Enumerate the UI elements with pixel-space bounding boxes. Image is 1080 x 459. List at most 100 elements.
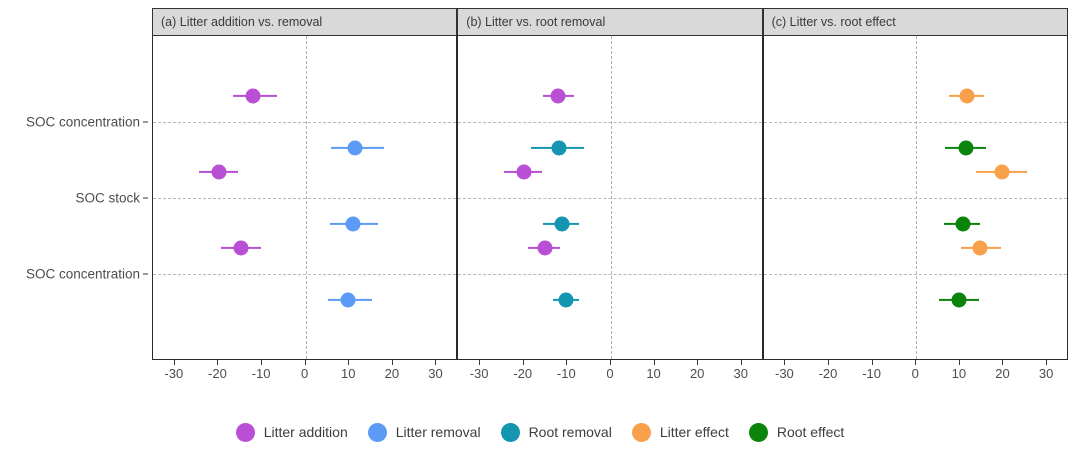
data-point[interactable] <box>994 164 1010 180</box>
x-axis-tick-label: -30 <box>469 366 489 381</box>
x-axis-tick <box>217 360 219 365</box>
x-axis-tick-label: -10 <box>251 366 271 381</box>
legend-swatch-icon <box>500 422 520 442</box>
x-axis-tick <box>784 360 786 365</box>
data-point[interactable] <box>551 140 567 156</box>
x-axis-tick <box>1046 360 1048 365</box>
data-point[interactable] <box>340 292 356 308</box>
x-axis-tick-label: -20 <box>513 366 533 381</box>
x-axis-tick <box>479 360 481 365</box>
x-axis-tick <box>653 360 655 365</box>
x-axis-tick-label: 20 <box>689 366 705 381</box>
gridline-row-2 <box>763 274 1067 275</box>
x-axis-tick-label: -30 <box>774 366 794 381</box>
panel-container: (a) Litter addition vs. removal (b) Litte… <box>152 8 1068 360</box>
panel-strip-a: (a) Litter addition vs. removal <box>152 8 458 36</box>
x-axis-tick <box>740 360 742 365</box>
x-axis-tick-label: 0 <box>301 366 309 381</box>
x-axis-tick <box>697 360 699 365</box>
x-axis-tick-label: -10 <box>862 366 882 381</box>
legend-swatch-icon <box>367 422 387 442</box>
data-point[interactable] <box>345 216 361 232</box>
x-axis-tick-label: -20 <box>818 366 838 381</box>
legend-label: Litter removal <box>395 424 481 440</box>
y-axis-label-row-0: SOC concentration <box>25 114 140 130</box>
legend-item-0[interactable]: Litter addition <box>235 422 348 442</box>
x-axis-tick-label: 10 <box>646 366 661 381</box>
data-point[interactable] <box>537 240 553 256</box>
x-axis-tick <box>1002 360 1004 365</box>
data-point[interactable] <box>245 88 261 104</box>
plot-area-b <box>457 36 763 360</box>
legend-label: Litter addition <box>263 424 348 440</box>
legend-swatch-icon <box>631 422 651 442</box>
legend-label: Root effect <box>776 424 845 440</box>
legend-item-2[interactable]: Root removal <box>500 422 612 442</box>
plot-area-c <box>762 36 1068 360</box>
zero-reference-line <box>610 36 612 359</box>
data-point[interactable] <box>347 140 363 156</box>
panel-strip-b: (b) Litter vs. root removal <box>457 8 763 36</box>
gridline-row-0 <box>763 121 1067 123</box>
gridline-row-2 <box>153 274 457 275</box>
data-point[interactable] <box>958 140 974 156</box>
x-axis-tick-label: 20 <box>384 366 400 381</box>
panel-strip-label-b: (b) Litter vs. root removal <box>466 15 606 29</box>
gridline-row-0 <box>153 121 457 123</box>
panel-strip-label-a: (a) Litter addition vs. removal <box>161 15 323 29</box>
panel-strip-label-c: (c) Litter vs. root effect <box>771 15 896 29</box>
chart-legend: Litter addition Litter removal Root remova… <box>0 412 1080 452</box>
x-axis-tick-label: 0 <box>911 366 919 381</box>
gridline-row-1 <box>153 198 457 199</box>
y-axis-tick-0 <box>143 121 148 123</box>
data-point[interactable] <box>554 216 570 232</box>
x-axis-tick-label: 30 <box>428 366 443 381</box>
data-point[interactable] <box>972 240 988 256</box>
x-axis-tick <box>261 360 263 365</box>
y-axis-label-row-2: SOC concentration <box>25 266 140 282</box>
zero-reference-line <box>305 36 307 359</box>
x-axis-tick-label: -20 <box>208 366 227 381</box>
x-axis-tick <box>391 360 393 365</box>
x-axis-tick-label: -10 <box>556 366 576 381</box>
data-point[interactable] <box>516 164 532 180</box>
gridline-row-1 <box>458 198 762 199</box>
x-axis-tick-label: 30 <box>733 366 749 381</box>
panel-b: (b) Litter vs. root removal <box>457 8 763 360</box>
x-axis-tick-label: 10 <box>341 366 356 381</box>
x-axis-tick <box>566 360 568 365</box>
panel-a: (a) Litter addition vs. removal <box>152 8 458 360</box>
x-axis-tick <box>522 360 524 365</box>
x-axis-tick-label: 0 <box>606 366 614 381</box>
legend-swatch-icon <box>748 422 768 442</box>
x-axis-tick <box>609 360 611 365</box>
legend-item-1[interactable]: Litter removal <box>367 422 481 442</box>
data-point[interactable] <box>959 88 975 104</box>
panel-strip-c: (c) Litter vs. root effect <box>762 8 1068 36</box>
y-axis-tick-1 <box>143 197 148 199</box>
zero-reference-line <box>916 36 918 359</box>
y-axis-tick-2 <box>143 273 148 275</box>
data-point[interactable] <box>550 88 566 104</box>
panel-c: (c) Litter vs. root effect <box>762 8 1068 360</box>
x-axis-tick <box>173 360 175 365</box>
plot-area-a <box>152 36 458 360</box>
x-axis-a: -30 -20 -10 0 10 20 30 <box>152 360 457 386</box>
x-axes-container: -30 -20 -10 0 10 20 30 -30 -20 -10 0 10 20 30 -30 -20 -1… <box>152 360 1068 386</box>
legend-item-4[interactable]: Root effect <box>748 422 845 442</box>
data-point[interactable] <box>211 164 227 180</box>
x-axis-tick-label: -30 <box>164 366 184 381</box>
data-point[interactable] <box>233 240 249 256</box>
data-point[interactable] <box>558 292 574 308</box>
data-point[interactable] <box>951 292 967 308</box>
legend-item-3[interactable]: Litter effect <box>631 422 729 442</box>
x-axis-tick <box>435 360 437 365</box>
data-point[interactable] <box>955 216 971 232</box>
x-axis-b: -30 -20 -10 0 10 20 30 <box>457 360 762 386</box>
x-axis-tick-label: 20 <box>995 366 1010 381</box>
gridline-row-1 <box>763 198 1067 199</box>
legend-label: Litter effect <box>659 424 729 440</box>
x-axis-tick <box>958 360 960 365</box>
